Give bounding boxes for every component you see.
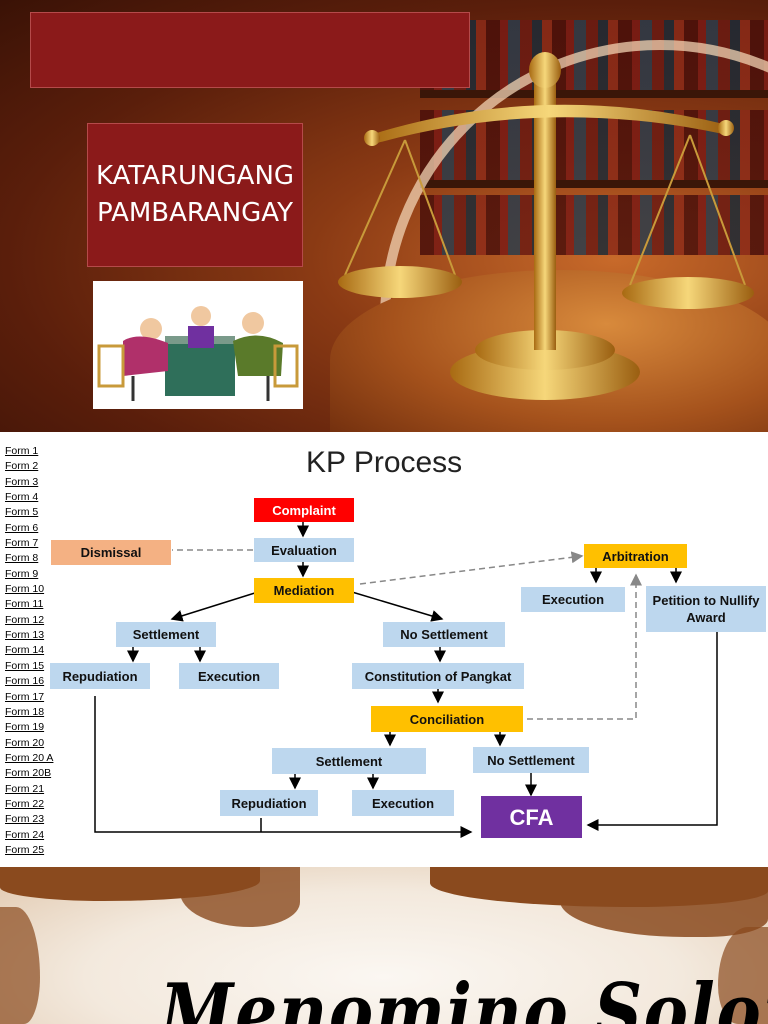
- form-link[interactable]: Form 20: [5, 736, 45, 749]
- node-petition-to-nullify-award: Petition to Nullify Award: [646, 586, 766, 632]
- form-link[interactable]: Form 21: [5, 782, 45, 795]
- form-link[interactable]: Form 18: [5, 705, 45, 718]
- form-link[interactable]: Form 15: [5, 659, 45, 672]
- diagram-title: KP Process: [306, 446, 463, 479]
- form-link[interactable]: Form 1: [5, 445, 39, 457]
- kp-process-slide: Form 1 Form 2 Form 3 Form 4 Form 5 Form …: [0, 432, 768, 867]
- form-link[interactable]: Form 12: [5, 613, 45, 626]
- form-link[interactable]: Form 2: [5, 460, 39, 473]
- form-link[interactable]: Form 19: [5, 721, 45, 734]
- node-repudiation: Repudiation: [50, 663, 150, 689]
- form-link[interactable]: Form 22: [5, 797, 45, 810]
- form-link[interactable]: Form 10: [5, 583, 45, 596]
- form-link[interactable]: Form 6: [5, 521, 39, 534]
- form-link[interactable]: Form 25: [5, 843, 45, 856]
- flow-connectors: [94, 522, 718, 838]
- node-settlement: Settlement: [116, 622, 216, 647]
- form-link[interactable]: Form 5: [5, 506, 39, 519]
- node-cfa: CFA: [481, 796, 582, 838]
- node-no-settlement: No Settlement: [383, 622, 505, 647]
- node-complaint: Complaint: [254, 498, 354, 522]
- scales-of-justice-icon: [338, 52, 754, 400]
- node-execution: Execution: [179, 663, 279, 689]
- node-conciliation: Conciliation: [371, 706, 523, 732]
- node-execution: Execution: [521, 587, 625, 612]
- node-repudiation: Repudiation: [220, 790, 318, 816]
- form-link[interactable]: Form 16: [5, 675, 45, 688]
- node-dismissal: Dismissal: [51, 540, 171, 565]
- form-link[interactable]: Form 20 A: [5, 751, 54, 764]
- slide-title: KATARUNGANG PAMBARANGAY: [95, 161, 295, 228]
- node-settlement: Settlement: [272, 748, 426, 774]
- mediation-clipart: [93, 281, 303, 409]
- form-link[interactable]: Form 4: [5, 491, 39, 504]
- title-slide: KATARUNGANG PAMBARANGAY: [0, 0, 768, 432]
- node-arbitration: Arbitration: [584, 544, 687, 568]
- form-link[interactable]: Form 8: [5, 552, 39, 565]
- forms-list: Form 1 Form 2 Form 3 Form 4 Form 5 Form …: [5, 444, 53, 858]
- form-link[interactable]: Form 23: [5, 813, 45, 826]
- form-link[interactable]: Form 11: [5, 598, 44, 611]
- form-link[interactable]: Form 13: [5, 629, 45, 642]
- form-link[interactable]: Form 17: [5, 690, 45, 703]
- form-link[interactable]: Form 3: [5, 475, 39, 488]
- node-execution: Execution: [352, 790, 454, 816]
- node-no-settlement: No Settlement: [473, 747, 589, 773]
- form-link[interactable]: Form 24: [5, 828, 45, 841]
- title-box: KATARUNGANG PAMBARANGAY: [87, 123, 303, 267]
- form-link[interactable]: Form 7: [5, 537, 39, 550]
- header-banner: [30, 12, 470, 88]
- form-link[interactable]: Form 14: [5, 644, 45, 657]
- node-constitution-of-pangkat: Constitution of Pangkat: [352, 663, 524, 689]
- form-link[interactable]: Form 20B: [5, 767, 52, 780]
- form-link[interactable]: Form 9: [5, 567, 39, 580]
- closing-text: Menomino Solomot Do: [160, 967, 768, 1024]
- node-evaluation: Evaluation: [254, 538, 354, 562]
- node-mediation: Mediation: [254, 578, 354, 603]
- closing-slide: Menomino Solomot Do: [0, 867, 768, 1024]
